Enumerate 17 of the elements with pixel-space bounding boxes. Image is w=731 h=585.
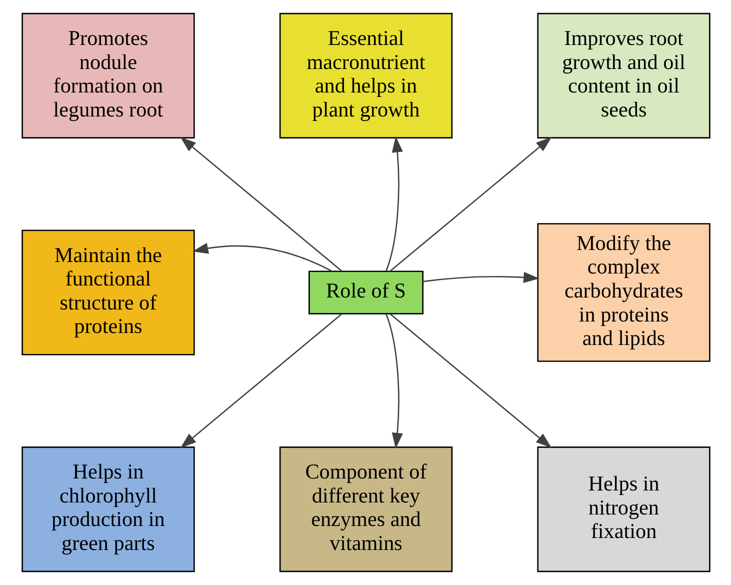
node-box: Helps in chlorophyll production in green parts xyxy=(21,446,194,572)
node-box: Essential macronutrient and helps in plant growth xyxy=(278,12,452,138)
arrow xyxy=(180,136,342,272)
node-box: Role of S xyxy=(308,270,423,314)
node-box: Helps in nitrogen fixation xyxy=(536,446,710,572)
arrow xyxy=(384,314,402,449)
node-box: Maintain the functional structure of proteins xyxy=(21,230,194,356)
node-box: Improves root growth and oil content in oil seeds xyxy=(536,12,710,138)
arrow xyxy=(422,272,539,283)
arrow xyxy=(384,136,402,272)
node-box: Promotes nodule formation on legumes root xyxy=(21,12,194,138)
arrow xyxy=(180,313,342,448)
arrow xyxy=(389,136,552,272)
arrow xyxy=(389,313,552,448)
arrow xyxy=(192,242,332,272)
node-box: Modify the complex carbohydrates in proteins and lipids xyxy=(536,223,710,362)
node-box: Component of different key enzymes and vitamins xyxy=(278,446,452,572)
